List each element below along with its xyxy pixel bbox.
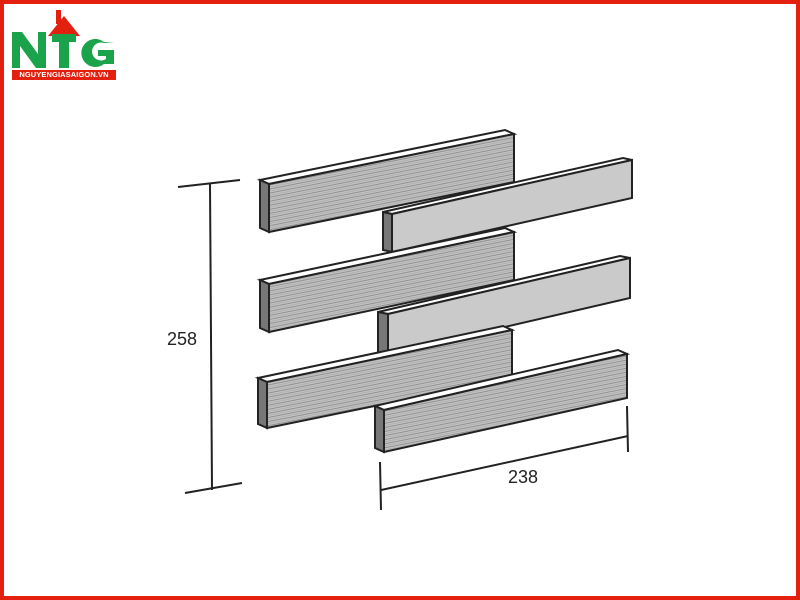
width-dimension: 238 bbox=[379, 405, 629, 511]
brick-striped-3 bbox=[254, 324, 516, 430]
logo-mark-icon bbox=[12, 10, 114, 68]
logo-url-text: NGUYENGIASAIGON.VN bbox=[12, 70, 116, 80]
brick-plain-2 bbox=[377, 254, 631, 356]
brick-plain-1 bbox=[382, 156, 633, 254]
brick-striped-2 bbox=[256, 226, 518, 334]
brick-striped-1 bbox=[256, 128, 518, 234]
brand-logo[interactable]: NGUYENGIASAIGON.VN bbox=[8, 6, 118, 80]
height-label: 258 bbox=[167, 329, 197, 349]
width-label: 238 bbox=[508, 467, 538, 487]
brick-striped-4 bbox=[371, 348, 631, 454]
height-dimension: 258 bbox=[167, 179, 243, 494]
